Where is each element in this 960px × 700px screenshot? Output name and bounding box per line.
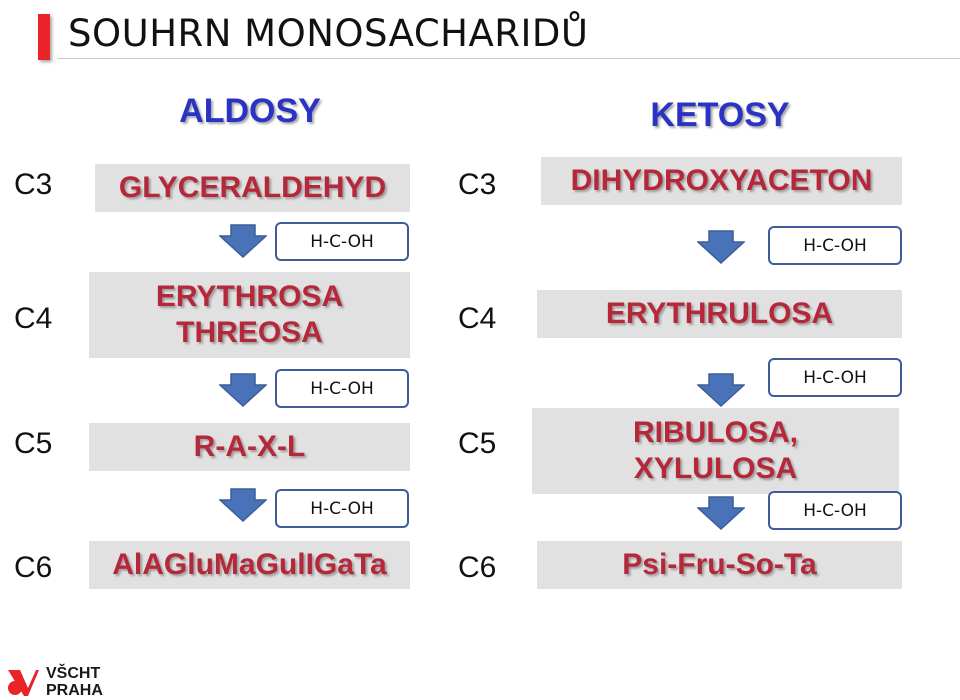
- aldosy-box-c5: R-A-X-L: [89, 423, 410, 471]
- sugar-name: RIBULOSA,: [633, 416, 798, 449]
- ketosy-box-c3: DIHYDROXYACETON: [541, 157, 902, 205]
- aldosy-row-label-c6: C6: [14, 551, 53, 584]
- ketosy-row-label-c6: C6: [458, 551, 497, 584]
- page-title: SOUHRN MONOSACHARIDŮ: [68, 12, 589, 55]
- sugar-name: ERYTHRULOSA: [605, 297, 834, 330]
- vscht-logo: VŠCHT PRAHA: [6, 664, 103, 699]
- title-divider: [58, 58, 960, 59]
- ketosy-row-label-c3: C3: [458, 168, 497, 201]
- sugar-name: Psi-Fru-So-Ta: [622, 548, 817, 581]
- down-arrow-icon: [219, 488, 267, 522]
- ketosy-box-c4: ERYTHRULOSA: [537, 290, 902, 338]
- ketosy-box-c6: Psi-Fru-So-Ta: [537, 541, 902, 589]
- aldosy-box-c3: GLYCERALDEHYD: [95, 164, 410, 212]
- down-arrow-icon: [219, 224, 267, 258]
- sugar-name: XYLULOSA: [633, 452, 798, 485]
- sugar-name: THREOSA: [176, 316, 323, 349]
- down-arrow-icon: [697, 496, 745, 530]
- sugar-name: AlAGluMaGulIGaTa: [112, 548, 387, 581]
- logo-text-line1: VŠCHT: [46, 665, 101, 682]
- aldosy-row-label-c3: C3: [14, 168, 53, 201]
- aldosy-heading: ALDOSY: [179, 92, 321, 130]
- vscht-logo-icon: [8, 670, 39, 696]
- down-arrow-icon: [697, 230, 745, 264]
- aldosy-row-label-c5: C5: [14, 427, 53, 460]
- ketosy-row-label-c5: C5: [458, 427, 497, 460]
- aldosy-box-c4: ERYTHROSA THREOSA: [89, 272, 410, 358]
- logo-text-line2: PRAHA: [46, 682, 103, 699]
- sugar-name: ERYTHROSA: [155, 280, 344, 313]
- sugar-name: R-A-X-L: [193, 430, 306, 463]
- hcoh-step-label: H-C-OH: [275, 489, 409, 528]
- aldosy-box-c6: AlAGluMaGulIGaTa: [89, 541, 410, 589]
- down-arrow-icon: [219, 373, 267, 407]
- sugar-name: DIHYDROXYACETON: [570, 164, 873, 197]
- ketosy-box-c5: RIBULOSA, XYLULOSA: [532, 408, 899, 494]
- ketosy-heading: KETOSY: [650, 96, 790, 134]
- hcoh-step-label: H-C-OH: [768, 491, 902, 530]
- hcoh-step-label: H-C-OH: [768, 358, 902, 397]
- hcoh-step-label: H-C-OH: [275, 222, 409, 261]
- ketosy-row-label-c4: C4: [458, 302, 497, 335]
- sugar-name: GLYCERALDEHYD: [118, 171, 387, 204]
- down-arrow-icon: [697, 373, 745, 407]
- aldosy-row-label-c4: C4: [14, 302, 53, 335]
- hcoh-step-label: H-C-OH: [768, 226, 902, 265]
- hcoh-step-label: H-C-OH: [275, 369, 409, 408]
- title-accent-bar: [38, 14, 50, 60]
